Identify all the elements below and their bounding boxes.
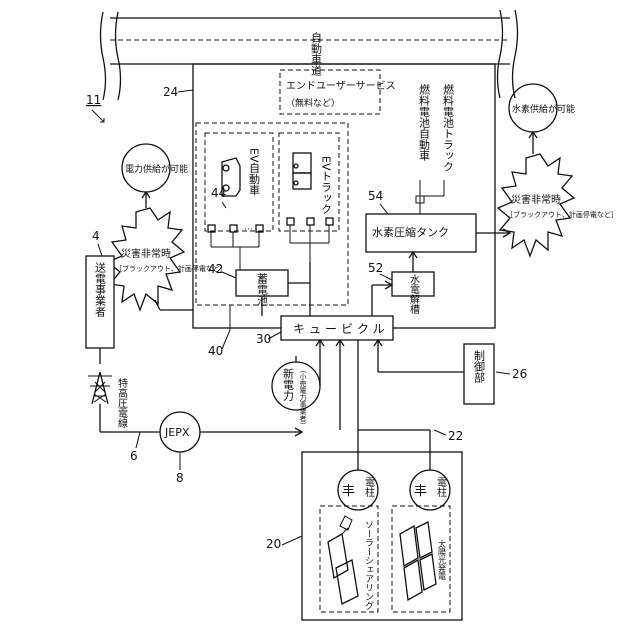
- power-supply-label: 電力供給が可能: [125, 163, 188, 175]
- new-power-circle: [272, 362, 320, 410]
- road-label: 自動車道: [310, 32, 323, 76]
- ref-electrolyzer: 52: [368, 261, 383, 275]
- jepx-label: JEPX: [164, 426, 190, 439]
- svg-text:丰: 丰: [414, 484, 427, 499]
- fcv-truck-label: 燃料電池トラック: [442, 83, 455, 172]
- ref-line: 6: [130, 449, 138, 463]
- end-user-sub: （無料など）: [286, 97, 340, 109]
- power-transmission-label: 送電事業者: [94, 261, 107, 318]
- ref-chargers: 44: [211, 186, 226, 200]
- disaster-right-sub: ［ブラックアウト、計画停電など］: [506, 210, 618, 219]
- ref-transmission: 4: [92, 229, 100, 243]
- figure-number: 11: [86, 93, 101, 107]
- solar-sharing-label: ソーラーシェアリング: [363, 520, 374, 610]
- ref-generation-site: 20: [266, 537, 281, 551]
- transmission-tower-icon: [88, 348, 112, 404]
- ev-truck-label: EVトラック: [320, 156, 333, 214]
- fcv-car-label: 燃料電池自動車: [418, 83, 431, 162]
- ref-control: 26: [512, 367, 527, 381]
- ref-poles: 22: [448, 429, 463, 443]
- disaster-right-label: 災害非常時: [511, 193, 561, 206]
- svg-text:丰: 丰: [342, 484, 355, 499]
- solar-panel-icon: [400, 522, 436, 600]
- control-unit-label: 制御部: [473, 350, 486, 383]
- solar-panel-icon: [328, 516, 358, 604]
- cubicle-label: キュービクル: [293, 322, 389, 336]
- new-power-sub: （小売電力事業者）: [299, 366, 307, 429]
- ev-car-area: [205, 133, 273, 231]
- hydrogen-tank-label: 水素圧縮タンク: [372, 225, 449, 239]
- hydrogen-supply-label: 水素供給が可能: [512, 103, 575, 115]
- pole-left-label: 電柱: [363, 477, 375, 498]
- electrolyzer-label: 水電解槽: [408, 274, 420, 315]
- svg-text:···: ···: [244, 225, 253, 235]
- ev-car-label: EV自動車: [248, 148, 261, 196]
- disaster-left-sub: ［ブラックアウト、計画停電など］: [115, 264, 227, 273]
- fcv-links: [416, 180, 444, 214]
- ref-jepx: 8: [176, 471, 184, 485]
- pole-right-label: 電柱: [435, 477, 447, 498]
- ref-ev-area: 40: [208, 344, 223, 358]
- solar-power-label: 太陽光発電: [438, 539, 447, 580]
- charger-row: ···: [208, 218, 333, 270]
- ref-tank: 54: [368, 189, 383, 203]
- high-voltage-line-label: 特高圧電線: [116, 378, 128, 428]
- ref-facility: 24: [163, 85, 178, 99]
- new-power-label: 新電力: [282, 367, 295, 401]
- end-user-label: エンドユーザーサービス: [286, 80, 396, 92]
- truck-icon: [293, 153, 311, 189]
- disaster-left-label: 災害非常時: [121, 247, 171, 260]
